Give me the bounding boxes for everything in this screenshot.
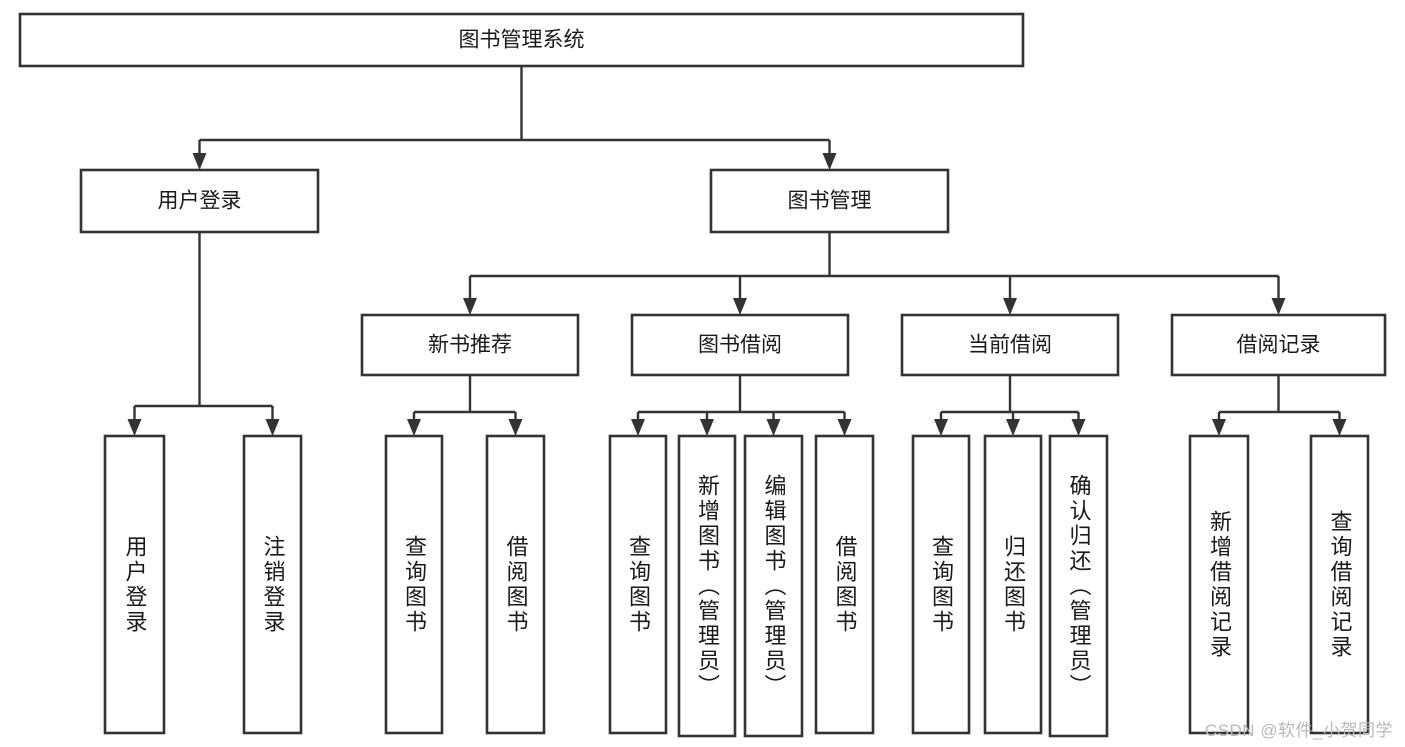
node-user-login-label: 用户登录: [158, 190, 242, 213]
node-leaf-add-book-admin[interactable]: [677, 434, 737, 738]
node-leaf-confirm-return[interactable]: [1048, 434, 1109, 738]
node-borrow-record[interactable]: [1170, 313, 1387, 377]
node-leaf-borrow-book-1[interactable]: [485, 434, 546, 735]
node-user-login[interactable]: [79, 168, 320, 234]
node-book-management-label: 图书管理: [788, 190, 872, 213]
node-layer: [18, 12, 1387, 738]
node-book-borrow[interactable]: [630, 313, 850, 377]
node-leaf-add-record[interactable]: [1188, 434, 1250, 735]
node-current-borrow[interactable]: [900, 313, 1120, 377]
node-book-borrow-label: 图书借阅: [698, 334, 782, 357]
node-leaf-borrow-book-2[interactable]: [814, 434, 875, 735]
node-leaf-user-login[interactable]: [103, 434, 166, 735]
arrow-head-icon: [837, 419, 852, 436]
node-leaf-edit-book-admin[interactable]: [743, 434, 804, 738]
node-leaf-query-book-1[interactable]: [384, 434, 444, 735]
node-leaf-query-record[interactable]: [1309, 434, 1370, 735]
arrow-head-icon: [265, 419, 280, 436]
node-book-management[interactable]: [709, 168, 950, 234]
arrow-head-icon: [631, 419, 645, 436]
node-leaf-query-book-3[interactable]: [911, 434, 971, 735]
node-new-book-recommend[interactable]: [360, 313, 580, 377]
node-new-book-recommend-label: 新书推荐: [428, 334, 512, 357]
arrow-head-icon: [192, 153, 207, 170]
node-leaf-query-book-2[interactable]: [608, 434, 668, 735]
arrow-head-icon: [1003, 298, 1017, 315]
arrow-head-icon: [508, 419, 523, 436]
arrow-head-icon: [463, 298, 477, 315]
node-current-borrow-label: 当前借阅: [968, 334, 1052, 357]
arrow-head-icon: [407, 419, 421, 436]
arrow-head-icon: [1006, 419, 1020, 436]
node-leaf-logout-login[interactable]: [242, 434, 303, 735]
node-root-label: 图书管理系统: [459, 29, 585, 52]
watermark: CSDN @软件_小贺同学: [1204, 721, 1393, 740]
arrow-head-icon: [1271, 298, 1286, 315]
node-root[interactable]: [18, 12, 1025, 68]
arrow-head-icon: [822, 153, 837, 170]
node-leaf-return-book[interactable]: [983, 434, 1043, 735]
arrow-head-icon: [1212, 419, 1226, 436]
connector-layer: [127, 66, 1347, 436]
arrow-head-icon: [127, 419, 142, 436]
node-borrow-record-label: 借阅记录: [1237, 334, 1321, 357]
arrow-head-icon: [766, 419, 781, 436]
arrow-head-icon: [1071, 419, 1086, 436]
arrow-head-icon: [1332, 419, 1347, 436]
arrow-head-icon: [700, 419, 714, 436]
arrow-head-icon: [934, 419, 948, 436]
arrow-head-icon: [733, 298, 747, 315]
